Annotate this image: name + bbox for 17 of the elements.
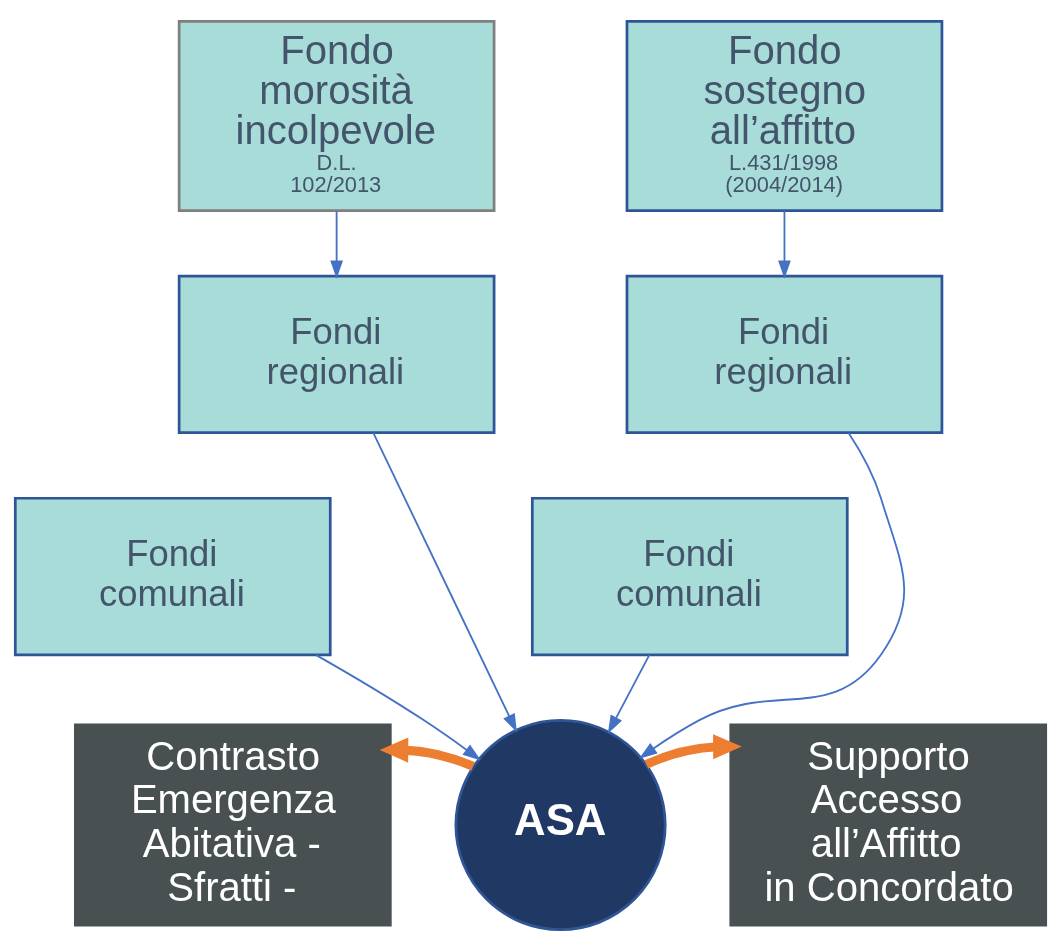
node-box: Fondi regionali (625, 274, 944, 435)
arrow (330, 210, 343, 279)
node-box: Fondi regionali (177, 274, 496, 435)
node-box: Fondo sostegno all’affitto L.431/1998 (2004/2014) (625, 19, 944, 212)
arrow (379, 737, 475, 771)
arrow (372, 431, 517, 733)
arrow (639, 432, 906, 759)
arrow (644, 734, 742, 769)
node-circle: ASA (454, 719, 667, 932)
node-box: Fondo morosità incolpevole D.L. 102/2013 (177, 19, 496, 212)
node-box: Contrasto Emergenza Abitativa - Sfratti - (74, 723, 392, 927)
node-box: Supporto Accesso all’Affitto in Concordato (729, 723, 1048, 927)
arrow (778, 210, 791, 279)
node-box: Fondi comunali (530, 496, 849, 657)
node-box: Fondi comunali (13, 496, 332, 657)
arrow (607, 654, 651, 734)
arrow (315, 654, 481, 761)
